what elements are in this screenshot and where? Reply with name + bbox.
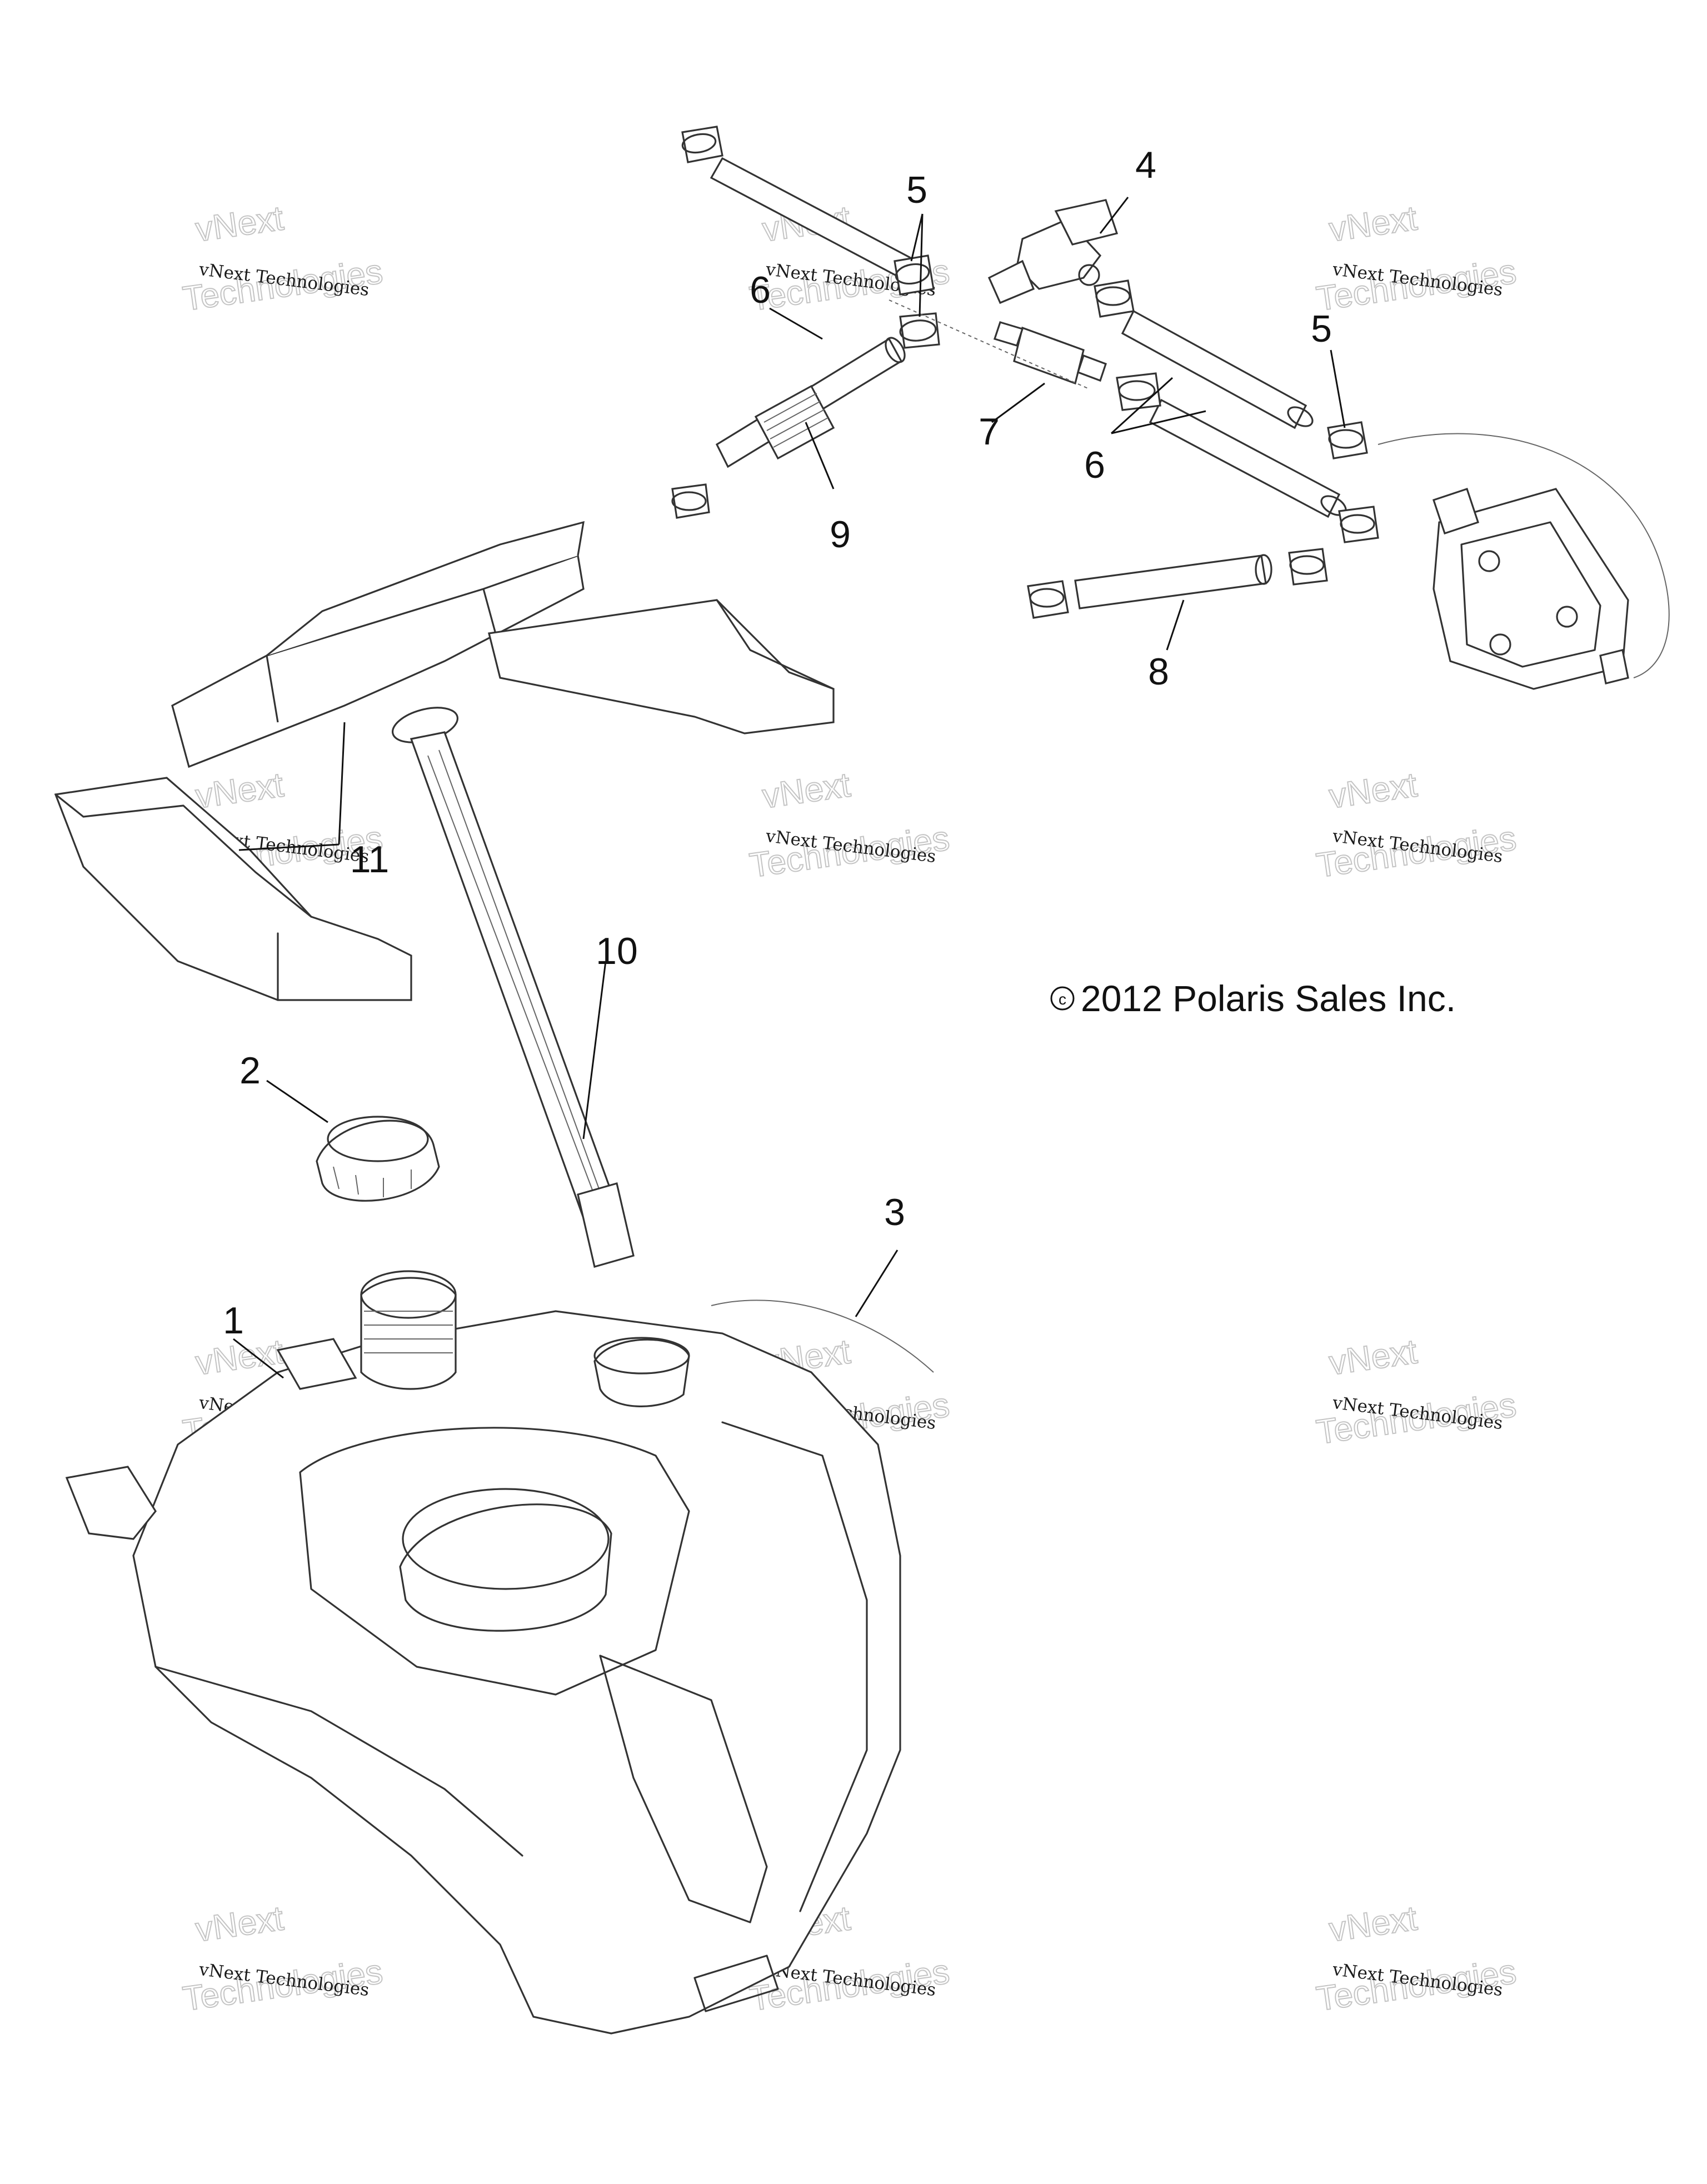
watermark: vNext Technologies vNext Technologies bbox=[180, 1898, 386, 2019]
hose-6-left bbox=[715, 337, 906, 468]
watermark: vNext Technologies vNext Technologies bbox=[1314, 198, 1519, 319]
clamp-5b bbox=[899, 312, 940, 349]
fuel-line-assembly bbox=[671, 126, 1670, 690]
clamp-lower-left bbox=[671, 483, 710, 519]
callout-1: 1 bbox=[223, 1300, 244, 1342]
watermark: vNext Technologies vNext Technologies bbox=[1314, 1898, 1519, 2019]
pump-vent-line bbox=[1377, 433, 1670, 678]
clamp-8b bbox=[1288, 548, 1328, 586]
fuel-valve-4 bbox=[987, 199, 1119, 304]
fuel-sender-10 bbox=[391, 707, 635, 1268]
callout-3: 3 bbox=[884, 1191, 905, 1233]
clamp-8a bbox=[1027, 580, 1069, 619]
svg-text:vNext: vNext bbox=[1327, 199, 1420, 249]
callouts: 1 2 3 4 5 5 6 6 7 8 9 10 11 bbox=[223, 144, 1332, 1342]
copyright-notice: c 2012 Polaris Sales Inc. bbox=[1050, 978, 1456, 1019]
callout-11: 11 bbox=[350, 838, 390, 881]
callout-2: 2 bbox=[239, 1049, 261, 1092]
clamp-top-left bbox=[681, 126, 723, 163]
svg-text:vNext: vNext bbox=[1327, 1332, 1420, 1382]
callout-5: 5 bbox=[1311, 308, 1332, 350]
hose-8 bbox=[1074, 554, 1272, 609]
watermark: vNext Technologies vNext Technologies bbox=[1314, 765, 1519, 886]
callout-5: 5 bbox=[906, 169, 927, 211]
svg-text:vNext: vNext bbox=[193, 199, 286, 249]
fuel-tank-1 bbox=[65, 1270, 901, 2035]
watermark: vNext Technologies vNext Technologies bbox=[1314, 1332, 1519, 1452]
callout-4: 4 bbox=[1135, 144, 1156, 186]
copyright-symbol: c bbox=[1059, 991, 1066, 1008]
callout-8: 8 bbox=[1148, 651, 1169, 693]
callout-6: 6 bbox=[750, 269, 771, 311]
clamp-5a bbox=[894, 254, 935, 296]
vent-line-3 bbox=[711, 1300, 934, 1373]
hose-upper-left bbox=[710, 157, 924, 282]
fuel-pump bbox=[1432, 487, 1629, 690]
copyright-icon bbox=[1050, 986, 1075, 1011]
callout-6: 6 bbox=[1084, 444, 1105, 486]
copyright-text: 2012 Polaris Sales Inc. bbox=[1081, 978, 1456, 1019]
leader-lines bbox=[233, 197, 1346, 1379]
fuel-cap-2 bbox=[316, 1116, 440, 1202]
svg-text:vNext: vNext bbox=[1327, 766, 1420, 816]
svg-text:vNext: vNext bbox=[193, 1899, 286, 1949]
svg-text:vNext: vNext bbox=[760, 766, 853, 816]
fuel-filter-7 bbox=[993, 321, 1107, 385]
callout-7: 7 bbox=[979, 411, 1000, 453]
watermark: vNext Technologies vNext Technologies bbox=[747, 765, 952, 886]
hose-6-right-upper bbox=[1121, 309, 1314, 429]
svg-text:vNext: vNext bbox=[1327, 1899, 1420, 1949]
callout-9: 9 bbox=[830, 513, 851, 556]
clamp-right-3 bbox=[1338, 506, 1379, 543]
callout-10: 10 bbox=[596, 930, 638, 972]
watermark: vNext Technologies vNext Technologies bbox=[180, 198, 386, 319]
clamp-5c bbox=[1327, 421, 1368, 459]
clamp-right-1 bbox=[1094, 279, 1135, 318]
svg-text:vNext: vNext bbox=[193, 766, 286, 816]
heat-shield-11 bbox=[54, 521, 835, 1001]
clamp-right-2 bbox=[1116, 372, 1161, 411]
